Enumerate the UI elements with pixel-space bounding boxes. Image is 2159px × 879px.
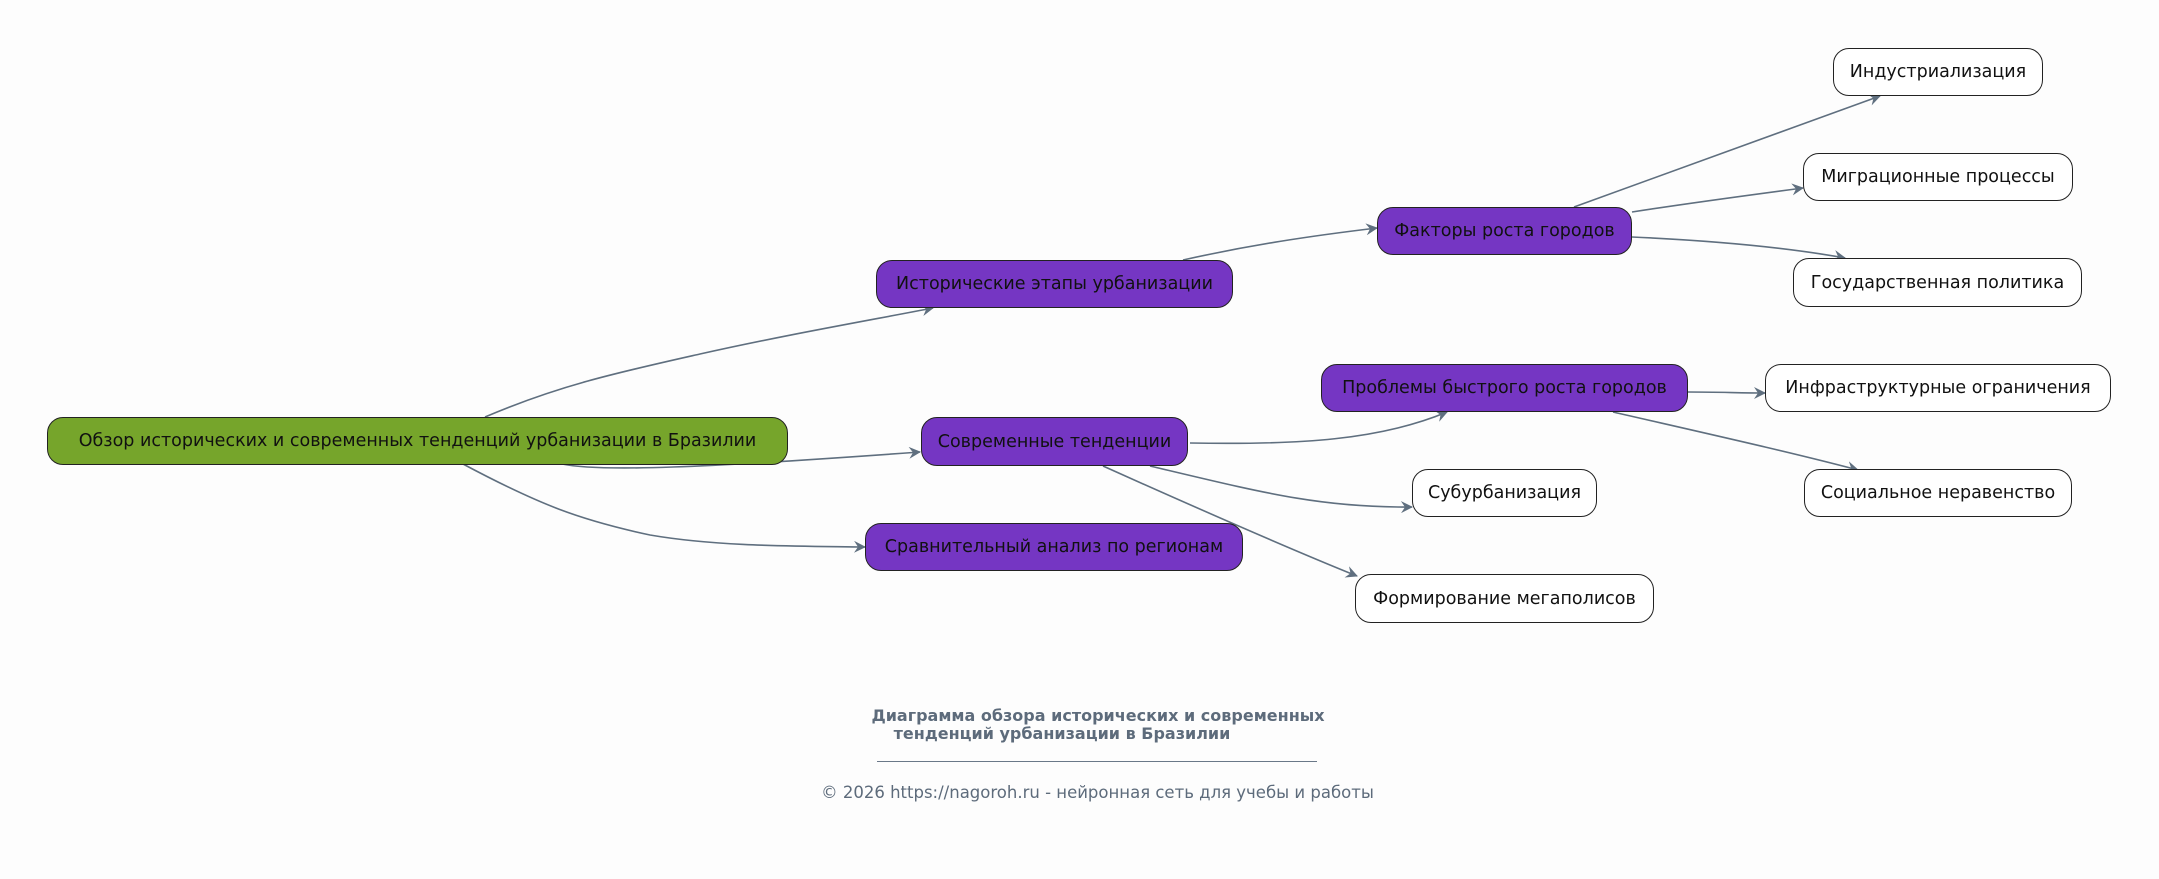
node-modern-trends[interactable]: Современные тенденции (921, 417, 1188, 466)
node-historical-stages[interactable]: Исторические этапы урбанизации (876, 260, 1233, 308)
node-root-overview[interactable]: Обзор исторических и современных тенденц… (47, 417, 788, 465)
edge-hist-factors (1182, 223, 1378, 261)
node-label: Сравнительный анализ по регионам (884, 537, 1224, 557)
edge-modern-suburb (1149, 465, 1413, 514)
node-label: Формирование мегаполисов (1373, 588, 1636, 609)
node-label: Социальное неравенство (1820, 483, 2056, 503)
node-label: Инфраструктурные ограничения (1785, 378, 2091, 398)
edge-factors-migr (1631, 183, 1804, 213)
edge-problems-social (1612, 411, 1859, 473)
node-infrastructure-limits[interactable]: Инфраструктурные ограничения (1765, 364, 2111, 412)
node-social-inequality[interactable]: Социальное неравенство (1804, 469, 2072, 517)
diagram-title-line1: Диаграмма обзора исторических и современ… (871, 706, 1325, 725)
node-industrialization[interactable]: Индустриализация (1833, 48, 2043, 96)
edge-problems-infra (1687, 386, 1766, 399)
node-label: Субурбанизация (1427, 483, 1581, 503)
node-label: Исторические этапы урбанизации (896, 274, 1213, 294)
node-growth-factors[interactable]: Факторы роста городов (1377, 207, 1632, 255)
edge-factors-industr (1573, 94, 1881, 208)
diagram-title-line2: тенденций урбанизации в Бразилии (893, 724, 1231, 743)
edge-root-hist (484, 304, 934, 418)
edge-factors-gov (1631, 236, 1846, 262)
node-state-policy[interactable]: Государственная политика (1793, 258, 2082, 307)
node-suburbanization[interactable]: Субурбанизация (1412, 469, 1597, 517)
node-megacity-formation[interactable]: Формирование мегаполисов (1355, 574, 1654, 623)
node-rapid-growth-problems[interactable]: Проблемы быстрого роста городов (1321, 364, 1688, 412)
node-label: Современные тенденции (937, 431, 1172, 452)
node-label: Миграционные процессы (1821, 167, 2055, 187)
copyright-text: © 2026 https://nagoroh.ru - нейронная се… (821, 783, 1374, 802)
node-label: Обзор исторических и современных тенденц… (78, 431, 757, 451)
edge-modern-problems (1189, 410, 1448, 445)
title-divider (877, 761, 1317, 762)
node-regional-comparison[interactable]: Сравнительный анализ по регионам (865, 523, 1243, 571)
node-label: Проблемы быстрого роста городов (1342, 378, 1667, 398)
node-migration-processes[interactable]: Миграционные процессы (1803, 153, 2073, 201)
edge-root-compare (462, 463, 866, 553)
node-label: Факторы роста городов (1394, 221, 1615, 241)
node-label: Индустриализация (1849, 62, 2027, 82)
edge-root-modern (561, 446, 921, 469)
node-label: Государственная политика (1810, 272, 2065, 293)
